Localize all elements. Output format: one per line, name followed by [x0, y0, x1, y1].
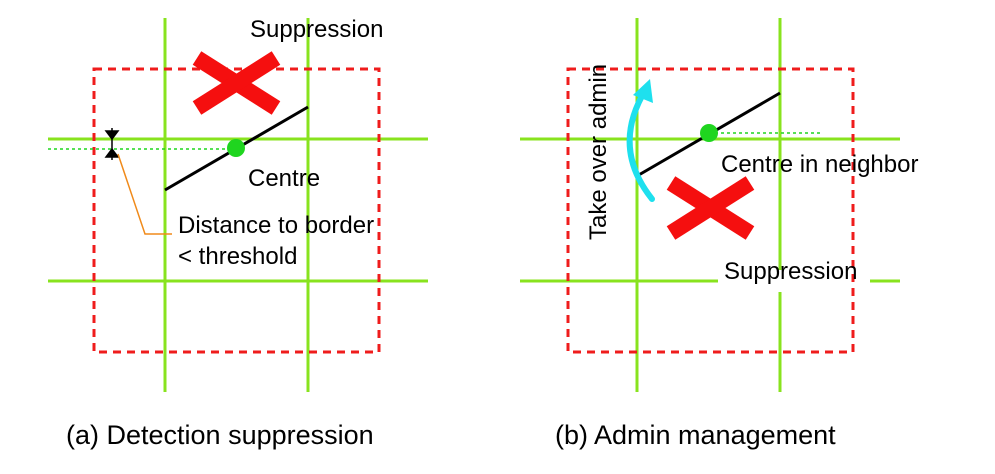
panel-a-distance-arrow: [104, 128, 120, 160]
panel-a-distance-label-line2: < threshold: [178, 243, 297, 270]
panel-a-suppression-cross: [192, 51, 281, 115]
panel-b-suppression-cross: [666, 176, 755, 240]
panel-b-take-over-arrow: [626, 79, 655, 202]
panel-b: Take over admin Centre in neighbor Suppr…: [520, 18, 918, 450]
panel-b-centre-dot: [700, 124, 718, 142]
panel-b-suppression-label: Suppression: [724, 258, 857, 285]
panel-b-take-over-label: Take over admin: [585, 64, 612, 240]
panel-a-caption: (a) Detection suppression: [66, 420, 374, 450]
panel-b-border-region: [566, 67, 855, 354]
panel-b-caption: (b) Admin management: [555, 420, 836, 450]
panel-b-centre-label: Centre in neighbor: [721, 151, 918, 178]
panel-a-suppression-label: Suppression: [250, 16, 383, 43]
panel-a-centre-label: Centre: [248, 165, 320, 192]
panel-a-border-region: [92, 67, 381, 354]
panel-b-label-gap: [718, 270, 870, 292]
panel-a: Suppression Centre Distance to border < …: [48, 16, 428, 450]
panel-a-distance-label-line1: Distance to border: [178, 212, 374, 239]
panel-a-centre-dot: [227, 139, 245, 157]
panel-a-leader-line: [117, 153, 172, 235]
